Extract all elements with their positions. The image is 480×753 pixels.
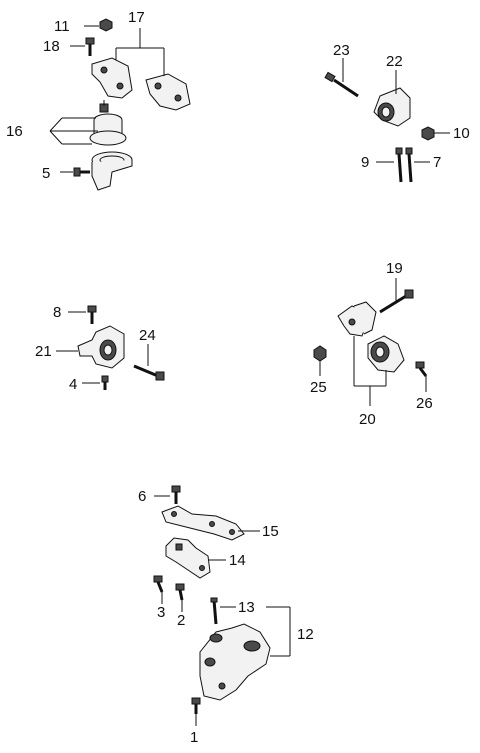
callout-3: 3 (157, 604, 165, 621)
part-bracket-5[interactable] (60, 151, 133, 191)
part-nut-10[interactable] (421, 126, 450, 141)
callout-19: 19 (386, 260, 403, 277)
callout-7: 7 (433, 154, 441, 171)
callout-labels: 1 2 3 4 5 6 7 8 9 10 11 12 13 14 15 16 1… (6, 9, 470, 746)
part-stud-13[interactable] (210, 597, 236, 625)
group-left-mount (56, 305, 165, 390)
callout-8: 8 (53, 304, 61, 321)
part-bolt-1[interactable] (191, 697, 201, 726)
callout-26: 26 (416, 395, 433, 412)
part-bolt-6[interactable] (154, 485, 181, 504)
part-insulator-16[interactable] (49, 100, 127, 146)
part-bolt-19[interactable] (379, 278, 414, 314)
part-bolt-23[interactable] (324, 58, 359, 98)
part-nut-11[interactable] (84, 18, 113, 32)
part-bolt-26[interactable] (415, 361, 428, 392)
callout-22: 22 (386, 53, 403, 70)
part-mount-22[interactable] (373, 70, 411, 127)
callout-18: 18 (43, 38, 60, 55)
callout-25: 25 (310, 379, 327, 396)
part-bolt-3[interactable] (153, 575, 164, 604)
part-plate-15[interactable] (161, 505, 260, 541)
part-bolt-24[interactable] (133, 344, 165, 381)
callout-11: 11 (54, 18, 70, 35)
part-bracket-14[interactable] (165, 537, 226, 579)
callout-15: 15 (262, 523, 279, 540)
part-bracket-17[interactable] (91, 28, 191, 111)
callout-24: 24 (139, 327, 156, 344)
callout-10: 10 (453, 125, 470, 142)
callout-5: 5 (42, 165, 50, 182)
part-mount-21[interactable] (56, 325, 125, 369)
part-bolt-4[interactable] (82, 375, 109, 390)
callout-1: 1 (190, 729, 198, 746)
part-mount-12[interactable] (199, 606, 291, 701)
callout-21: 21 (35, 343, 52, 360)
part-bolt-8[interactable] (68, 305, 97, 324)
callout-23: 23 (333, 42, 350, 59)
callout-14: 14 (229, 552, 246, 569)
group-transmission-mount (153, 485, 291, 726)
callout-20: 20 (359, 411, 376, 428)
callout-13: 13 (238, 599, 255, 616)
callout-16: 16 (6, 123, 23, 140)
callout-2: 2 (177, 612, 185, 629)
callout-9: 9 (361, 154, 369, 171)
group-right-mount-mid (313, 278, 428, 406)
part-bolt-18[interactable] (70, 37, 95, 56)
part-mount-20[interactable] (337, 301, 405, 406)
group-front-mount (49, 18, 191, 191)
part-bolt-2[interactable] (175, 583, 185, 612)
group-right-mount-top (324, 58, 450, 183)
part-nut-25[interactable] (313, 345, 327, 376)
callout-6: 6 (138, 488, 146, 505)
callout-4: 4 (69, 376, 77, 393)
part-bolt-9[interactable] (376, 147, 403, 183)
part-bolt-7[interactable] (405, 147, 430, 183)
callout-12: 12 (297, 626, 314, 643)
callout-17: 17 (128, 9, 145, 26)
